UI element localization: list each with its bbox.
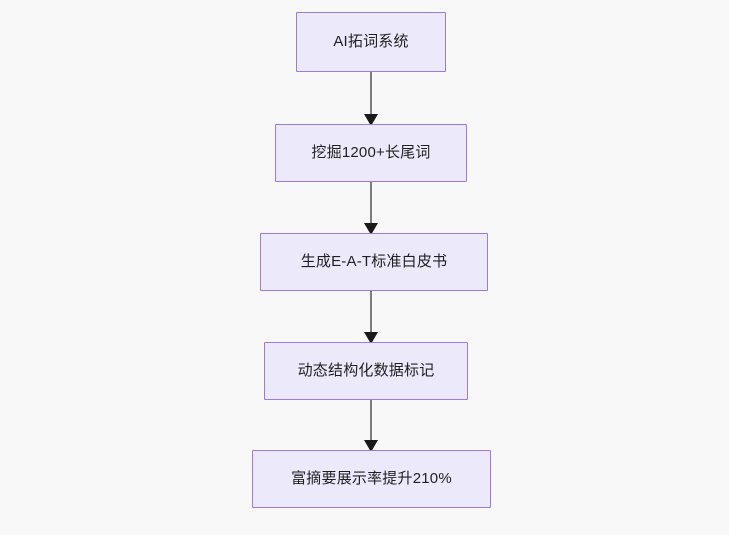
flow-node-label: AI拓词系统 (333, 33, 409, 50)
flow-node-generate-eat-whitepaper[interactable]: 生成E-A-T标准白皮书 (260, 233, 488, 291)
flow-node-label: 动态结构化数据标记 (297, 362, 435, 379)
flow-node-ai-keyword-system[interactable]: AI拓词系统 (296, 12, 446, 72)
flow-node-dynamic-structured-data-markup[interactable]: 动态结构化数据标记 (264, 342, 468, 400)
edge-node4-to-node5 (364, 400, 378, 452)
edge-node1-to-node2 (364, 72, 378, 126)
edge-node2-to-node3 (364, 182, 378, 235)
flow-node-rich-snippet-impression-uplift[interactable]: 富摘要展示率提升210% (252, 450, 491, 508)
flow-node-label: 富摘要展示率提升210% (291, 470, 452, 487)
flow-node-mine-longtail-keywords[interactable]: 挖掘1200+长尾词 (275, 124, 467, 182)
edge-node3-to-node4 (364, 291, 378, 344)
flow-node-label: 生成E-A-T标准白皮书 (300, 253, 448, 270)
flow-node-label: 挖掘1200+长尾词 (311, 144, 431, 161)
